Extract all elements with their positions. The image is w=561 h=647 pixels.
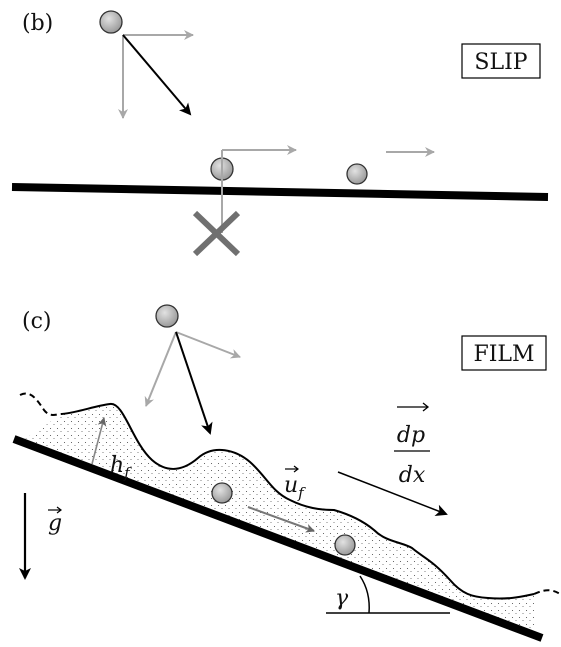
- film-velocity-vector-head: [293, 465, 299, 473]
- gravity-label: g: [48, 511, 62, 536]
- film-particle-2: [334, 534, 356, 556]
- film-thickness-arrow: [91, 417, 107, 465]
- film-particle-1: [211, 482, 233, 504]
- panel-b: (b) SLIP: [11, 10, 549, 257]
- panel-c-label: (c): [22, 309, 52, 334]
- film-surface: [61, 403, 535, 600]
- slip-wall: [11, 183, 549, 201]
- film-velocity-arrow: [247, 506, 315, 533]
- film-incoming-particle: [155, 304, 179, 328]
- film-dash-left: [19, 392, 63, 416]
- angle-arc: [359, 575, 370, 614]
- gradient-numerator: dp: [397, 423, 425, 448]
- cross-mark: [192, 210, 241, 257]
- film-thickness-label: hf: [110, 453, 132, 482]
- gradient-denominator: dx: [399, 463, 426, 488]
- pressure-gradient-arrow: [337, 471, 448, 516]
- film-reflect-arrow: [175, 331, 241, 359]
- film-dash-right: [533, 589, 561, 595]
- inclined-wall: [12, 435, 544, 642]
- incoming-particle: [99, 10, 123, 34]
- slip-label-box: [461, 43, 541, 79]
- pressure-gradient-label: dp dx: [394, 402, 430, 488]
- panel-b-label: (b): [22, 11, 53, 36]
- gravity-vector-head: [56, 506, 62, 514]
- film-impact-arrow: [175, 331, 213, 435]
- angle-label: γ: [335, 586, 349, 611]
- film-normal-arrow: [144, 331, 177, 407]
- film-label-box: [461, 335, 547, 371]
- slip-label: SLIP: [474, 50, 527, 75]
- panel-c: (c) FILM hf uf dp: [12, 304, 561, 642]
- film-velocity-label: uf: [284, 473, 306, 502]
- film-label: FILM: [473, 342, 534, 367]
- impact-velocity-arrow: [122, 34, 192, 116]
- rebound-particle: [346, 163, 368, 185]
